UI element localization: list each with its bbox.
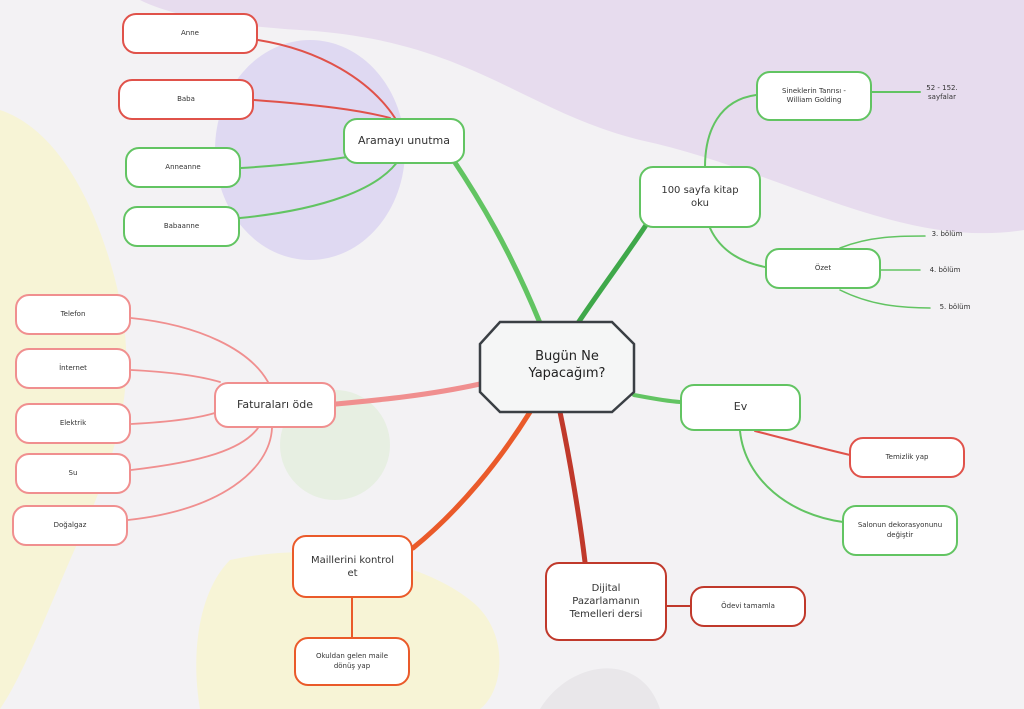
node-ev-label: Ev xyxy=(733,400,748,414)
node-mailler-label: Maillerini kontrol et xyxy=(310,554,395,579)
node-anne[interactable]: Anne xyxy=(122,13,258,54)
node-ev[interactable]: Ev xyxy=(680,384,801,431)
node-babaanne[interactable]: Babaanne xyxy=(123,206,240,247)
connector-elektrik xyxy=(130,411,219,425)
node-kitap-label: 100 sayfa kitap oku xyxy=(661,185,739,209)
node-okuldan[interactable]: Okuldan gelen maile dönüş yap xyxy=(294,637,410,686)
node-aramayi-label: Aramayı unutma xyxy=(358,133,450,147)
connector-baba xyxy=(253,99,391,119)
node-okuldan-label: Okuldan gelen maile dönüş yap xyxy=(315,652,389,670)
connector-bolum5 xyxy=(839,289,931,309)
node-odev[interactable]: Ödevi tamamla xyxy=(690,586,806,627)
connector-ozet xyxy=(709,227,766,268)
connector-internet xyxy=(130,369,221,383)
node-dijital-label: Dijital Pazarlamanın Temelleri dersi xyxy=(569,583,643,620)
label-bolum4: 4. bölüm xyxy=(929,266,961,274)
node-aramayi[interactable]: Aramayı unutma xyxy=(343,118,465,164)
connector-ev xyxy=(632,393,682,404)
connector-aramayi xyxy=(449,155,543,326)
connector-telefon xyxy=(130,317,269,383)
node-anneanne-label: Anneanne xyxy=(165,162,201,171)
node-dijital[interactable]: Dijital Pazarlamanın Temelleri dersi xyxy=(545,562,667,641)
connector-temizlik xyxy=(754,430,851,456)
connector-dogalgaz xyxy=(127,427,273,521)
node-salon[interactable]: Salonun dekorasyonunu değiştir xyxy=(842,505,958,556)
center-node-label: Bugün Ne Yapacağım? xyxy=(528,349,606,381)
connector-mailler xyxy=(410,409,533,551)
connector-anne xyxy=(257,39,396,119)
node-elektrik[interactable]: Elektrik xyxy=(15,403,131,444)
node-ozet[interactable]: Özet xyxy=(765,248,881,289)
node-temizlik-label: Temizlik yap xyxy=(885,452,929,461)
node-kitap[interactable]: 100 sayfa kitap oku xyxy=(639,166,761,228)
node-su[interactable]: Su xyxy=(15,453,131,494)
node-dogalgaz-label: Doğalgaz xyxy=(53,520,87,529)
label-bolum3: 3. bölüm xyxy=(931,230,963,238)
node-internet-label: İnternet xyxy=(59,363,87,372)
center-node[interactable]: Bugün Ne Yapacağım? xyxy=(500,335,634,397)
connector-dijital xyxy=(557,409,588,565)
center-node-shape xyxy=(478,320,636,414)
node-baba-label: Baba xyxy=(177,94,195,103)
node-anneanne[interactable]: Anneanne xyxy=(125,147,241,188)
node-temizlik[interactable]: Temizlik yap xyxy=(849,437,965,478)
node-sineklerin[interactable]: Sineklerin Tanrısı - William Golding xyxy=(756,71,872,121)
node-odev-label: Ödevi tamamla xyxy=(721,601,775,610)
node-telefon[interactable]: Telefon xyxy=(15,294,131,335)
node-anne-label: Anne xyxy=(181,28,199,37)
connector-bolum3 xyxy=(839,235,926,249)
connector-faturalar xyxy=(333,381,483,407)
node-internet[interactable]: İnternet xyxy=(15,348,131,389)
node-ozet-label: Özet xyxy=(814,263,832,272)
connector-kitap xyxy=(575,219,651,326)
node-elektrik-label: Elektrik xyxy=(59,418,87,427)
node-faturalar[interactable]: Faturaları öde xyxy=(214,382,336,428)
node-dogalgaz[interactable]: Doğalgaz xyxy=(12,505,128,546)
connector-salon xyxy=(739,430,844,523)
node-su-label: Su xyxy=(68,468,78,477)
node-sineklerin-label: Sineklerin Tanrısı - William Golding xyxy=(782,86,846,104)
node-mailler[interactable]: Maillerini kontrol et xyxy=(292,535,413,598)
label-sineklerin-note: 52 - 152. sayfalar xyxy=(926,84,958,102)
connector-sineklerin xyxy=(704,94,757,168)
node-faturalar-label: Faturaları öde xyxy=(237,397,313,411)
node-babaanne-label: Babaanne xyxy=(163,221,200,230)
label-bolum5: 5. bölüm xyxy=(939,303,971,311)
node-telefon-label: Telefon xyxy=(60,309,86,318)
connector-babaanne xyxy=(239,157,401,219)
connector-su xyxy=(130,424,261,471)
node-baba[interactable]: Baba xyxy=(118,79,254,120)
node-salon-label: Salonun dekorasyonunu değiştir xyxy=(857,521,943,539)
